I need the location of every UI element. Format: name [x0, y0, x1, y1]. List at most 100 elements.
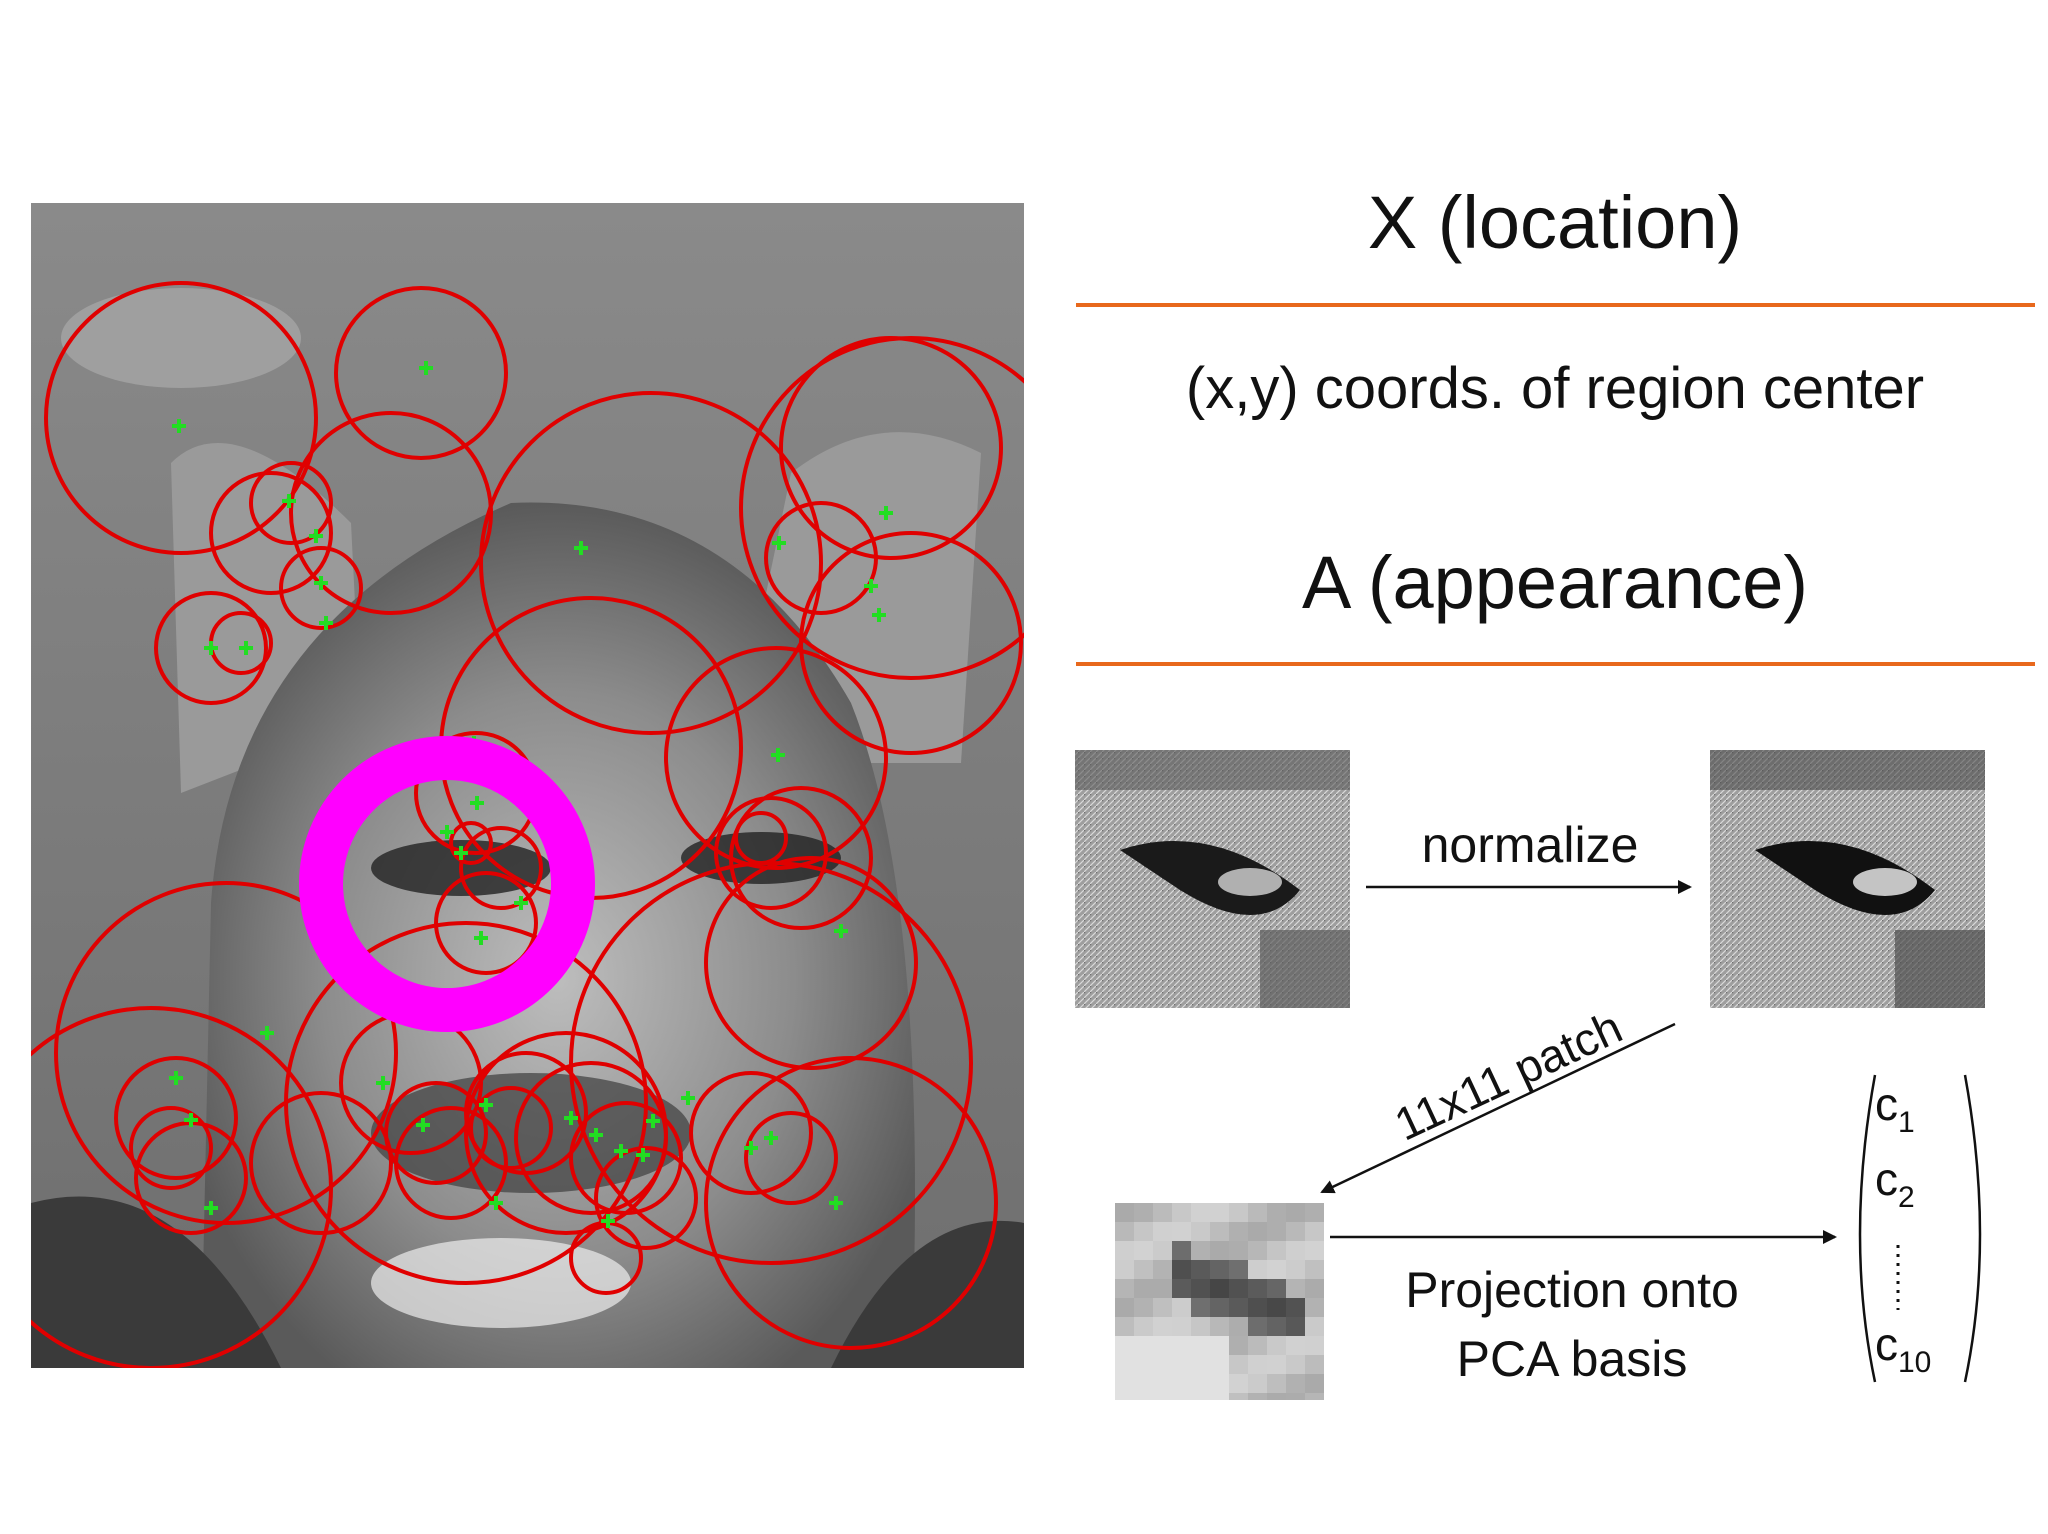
region-center-marker: [601, 1214, 615, 1228]
patch-pixel: [1229, 1298, 1248, 1317]
region-center-marker: [479, 1098, 493, 1112]
patch-pixel: [1134, 1279, 1153, 1298]
region-circle: [279, 546, 363, 630]
patch-pixel: [1172, 1298, 1191, 1317]
patch-pixel: [1153, 1374, 1172, 1393]
region-center-marker: [834, 924, 848, 938]
patch-pixel: [1191, 1260, 1210, 1279]
region-circle: [154, 591, 268, 705]
coefficient-vector: c1 c2 c10: [1858, 1074, 1982, 1383]
region-center-marker: [681, 1091, 695, 1105]
patch-pixel: [1134, 1393, 1153, 1400]
region-center-marker: [419, 361, 433, 375]
patch-pixel: [1153, 1241, 1172, 1260]
patch-pixel: [1267, 1279, 1286, 1298]
region-center-marker: [282, 494, 296, 508]
region-centers: [169, 361, 893, 1228]
patch-pixel: [1305, 1317, 1324, 1336]
patch-pixel: [1172, 1222, 1191, 1241]
patch-pixel: [1267, 1241, 1286, 1260]
patch-pixel: [1153, 1298, 1172, 1317]
region-center-marker: [470, 796, 484, 810]
patch-pixel: [1229, 1355, 1248, 1374]
patch-pixel: [1172, 1393, 1191, 1400]
region-circle: [449, 821, 493, 865]
region-center-marker: [309, 529, 323, 543]
patch-pixel: [1153, 1336, 1172, 1355]
region-circle: [434, 871, 538, 975]
region-circle: [704, 1056, 998, 1350]
region-circle: [514, 1061, 668, 1215]
patch-pixel: [1229, 1374, 1248, 1393]
region-center-marker: [172, 419, 186, 433]
patch-pixel: [1153, 1260, 1172, 1279]
patch-pixel: [1248, 1260, 1267, 1279]
region-center-marker: [772, 536, 786, 550]
patch-pixel: [1115, 1336, 1134, 1355]
patch-pixel: [1172, 1355, 1191, 1374]
region-circle: [479, 391, 823, 735]
patch-pixel: [1115, 1298, 1134, 1317]
region-circle: [334, 286, 508, 460]
patch-pixel: [1191, 1393, 1210, 1400]
patch-pixel: [1248, 1374, 1267, 1393]
region-circle: [44, 281, 318, 555]
region-center-marker: [636, 1148, 650, 1162]
patch-pixel: [1134, 1260, 1153, 1279]
patch-pixel: [1305, 1355, 1324, 1374]
region-circle: [704, 856, 918, 1070]
normalize-label: normalize: [1422, 817, 1639, 873]
patch-pixel: [1191, 1222, 1210, 1241]
region-circle: [54, 881, 398, 1225]
patch-pixel: [1305, 1374, 1324, 1393]
eye-patch-original: [1075, 750, 1350, 1008]
region-circle: [31, 1006, 333, 1368]
region-circle: [764, 501, 878, 615]
patch-pixel: [1229, 1222, 1248, 1241]
patch-pixel: [1210, 1279, 1229, 1298]
region-center-marker: [319, 616, 333, 630]
patch-pixel: [1153, 1393, 1172, 1400]
patch-pixel: [1286, 1203, 1305, 1222]
patch-pixel: [1134, 1298, 1153, 1317]
patch-pixel: [1153, 1222, 1172, 1241]
appearance-heading: A (appearance): [1301, 541, 1808, 624]
patch-pixel: [1115, 1260, 1134, 1279]
projection-label-line1: Projection onto: [1405, 1262, 1739, 1318]
patch-pixel: [1229, 1241, 1248, 1260]
patch-pixel: [1286, 1298, 1305, 1317]
patch-pixel: [1153, 1203, 1172, 1222]
patch-pixel: [1153, 1355, 1172, 1374]
region-circle: [569, 1101, 683, 1215]
patch-pixel: [1134, 1241, 1153, 1260]
patch-pixel: [1134, 1355, 1153, 1374]
region-center-marker: [204, 641, 218, 655]
patch-pixel: [1248, 1393, 1267, 1400]
region-center-marker: [872, 608, 886, 622]
region-circle: [799, 531, 1023, 755]
region-circle: [209, 471, 333, 595]
region-circle: [464, 1051, 588, 1175]
region-center-marker: [574, 541, 588, 555]
divider-line: [1076, 303, 2035, 307]
region-circle: [249, 461, 333, 545]
region-center-marker: [454, 846, 468, 860]
vector-c2: c2: [1875, 1153, 1915, 1214]
patch-pixel: [1286, 1336, 1305, 1355]
region-circle: [744, 1111, 838, 1205]
region-circle: [129, 1106, 213, 1190]
patch-pixel: [1286, 1279, 1305, 1298]
patch-pixel: [1191, 1355, 1210, 1374]
patch-pixel: [1210, 1336, 1229, 1355]
patch-pixel: [1134, 1374, 1153, 1393]
region-circle: [689, 1071, 813, 1195]
patch-pixel: [1210, 1203, 1229, 1222]
patch-pixel: [1191, 1298, 1210, 1317]
patch-pixel: [1229, 1279, 1248, 1298]
region-center-marker: [744, 1141, 758, 1155]
region-center-marker: [514, 896, 528, 910]
patch-pixel: [1305, 1222, 1324, 1241]
patch-pixel: [1153, 1279, 1172, 1298]
patch-pixel: [1286, 1222, 1305, 1241]
patch-pixel: [1210, 1222, 1229, 1241]
